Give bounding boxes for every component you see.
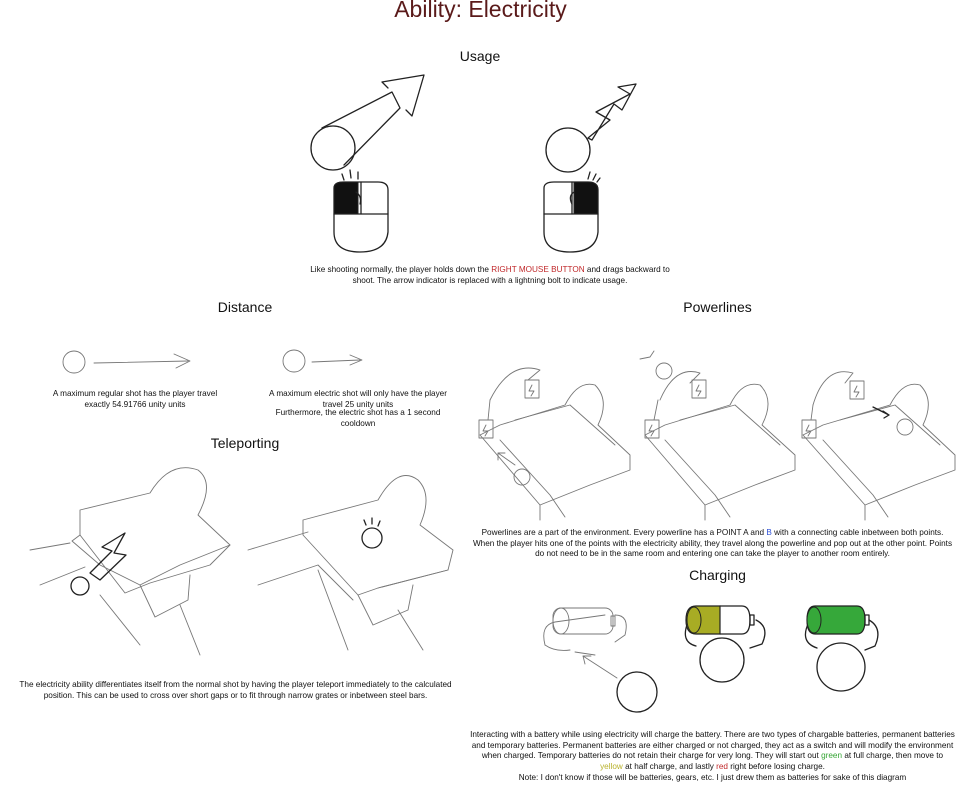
- powerlines-illustration-3: [801, 371, 956, 521]
- charging-caption: Interacting with a battery while using e…: [470, 730, 955, 771]
- teleporting-illustration-after: [247, 475, 454, 651]
- player-ball: [310, 125, 356, 171]
- teleporting-heading: Teleporting: [210, 435, 280, 451]
- charging-heading: Charging: [689, 567, 746, 583]
- player-ball: [545, 127, 591, 173]
- regular-distance-arrow: [93, 360, 189, 364]
- charging-note: Note: I don't know if those will be batt…: [518, 773, 907, 782]
- charging-illustration-full: [804, 605, 879, 692]
- electric-distance-arrow: [311, 359, 361, 363]
- aim-arrow-shaft: [321, 91, 401, 166]
- usage-electric-illustration: [543, 83, 637, 253]
- aim-arrow-head: [381, 74, 425, 117]
- powerlines-illustration-2: [639, 350, 796, 521]
- distance-electric-caption: A maximum electric shot will only have t…: [269, 389, 447, 409]
- distance-electric-illustration: [282, 349, 363, 373]
- powerlines-caption: Powerlines are a part of the environment…: [472, 528, 953, 558]
- lightning-bolt-icon: [587, 83, 637, 141]
- player-ball: [816, 642, 866, 692]
- usage-heading: Usage: [459, 48, 501, 64]
- usage-normal-illustration: [310, 74, 425, 253]
- lightning-bolt-icon: [89, 532, 127, 581]
- player-ball: [616, 671, 658, 713]
- battery-empty: [552, 607, 616, 635]
- page-title: Ability: Electricity: [394, 0, 567, 22]
- distance-cooldown-caption: Furthermore, the electric shot has a 1 s…: [275, 408, 441, 428]
- distance-regular-illustration: [62, 350, 191, 374]
- teleporting-illustration-before: [29, 467, 231, 656]
- powerlines-illustration-1: [478, 367, 631, 521]
- mouse-icon: [543, 171, 601, 253]
- player-ball: [699, 637, 745, 683]
- mouse-icon: [333, 169, 389, 253]
- distance-heading: Distance: [217, 299, 273, 315]
- usage-caption: Like shooting normally, the player holds…: [310, 265, 670, 285]
- player-ball: [361, 527, 383, 549]
- charging-illustration-empty: [543, 607, 658, 713]
- teleporting-caption: The electricity ability differentiates i…: [19, 680, 452, 700]
- powerlines-heading: Powerlines: [683, 299, 752, 315]
- battery-half: [685, 605, 755, 635]
- battery-full: [806, 605, 870, 635]
- distance-regular-caption: A maximum regular shot has the player tr…: [52, 389, 218, 409]
- player-ball: [70, 576, 90, 596]
- charging-illustration-half: [684, 605, 766, 683]
